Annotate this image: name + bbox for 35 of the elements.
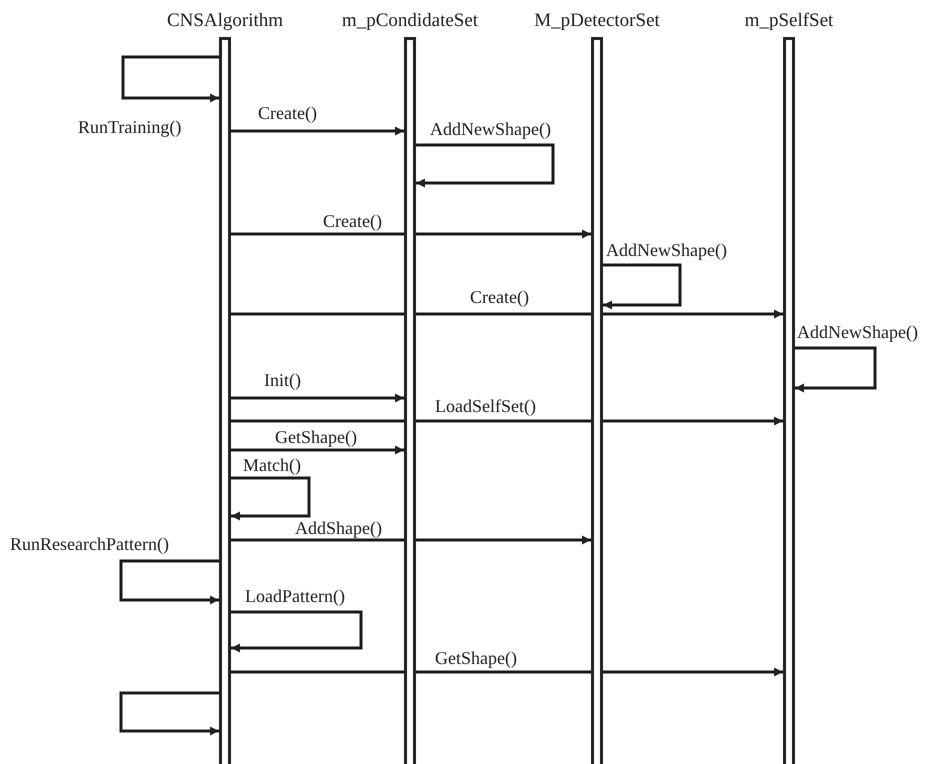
edge-label: Create() [470, 287, 529, 307]
lifeline-label: m_pSelfSet [744, 10, 834, 32]
message-arrow [231, 446, 404, 454]
message-arrow [795, 346, 876, 392]
lifeline-label: M_pDetectorSet [534, 10, 660, 32]
edge-label: LoadSelfSet() [435, 396, 536, 416]
message-arrow [120, 560, 219, 604]
edge-label: AddNewShape() [430, 119, 551, 139]
message-arrow [231, 416, 783, 426]
message-arrow [122, 56, 219, 102]
message-arrow [120, 692, 219, 736]
lifeline-label: CNSAlgorithm [166, 10, 284, 32]
edge-label: Match() [243, 455, 301, 475]
message-arrow [231, 476, 310, 520]
message-arrow [231, 230, 591, 238]
edge-label: LoadPattern() [245, 586, 345, 606]
message-arrow [231, 536, 591, 544]
edge-label: GetShape() [275, 427, 357, 447]
lifeline-label: m_pCondidateSet [342, 10, 478, 32]
message-arrow [603, 264, 682, 310]
edge-label: Create() [258, 103, 317, 123]
edge-label: AddShape() [295, 518, 382, 538]
message-arrow [231, 394, 404, 402]
message-arrow [416, 144, 554, 188]
message-arrow [231, 310, 783, 318]
edge-label: Init() [264, 370, 301, 390]
edge-label: RunTraining() [78, 117, 182, 137]
edge-label: RunResearchPattern() [10, 534, 169, 554]
message-arrow [231, 126, 404, 136]
edge-label: AddNewShape() [606, 240, 727, 260]
message-arrow [231, 668, 783, 676]
edge-label: Create() [323, 211, 382, 231]
edge-label: AddNewShape() [797, 322, 918, 342]
message-arrow [231, 610, 362, 652]
edge-label: GetShape() [435, 648, 517, 668]
